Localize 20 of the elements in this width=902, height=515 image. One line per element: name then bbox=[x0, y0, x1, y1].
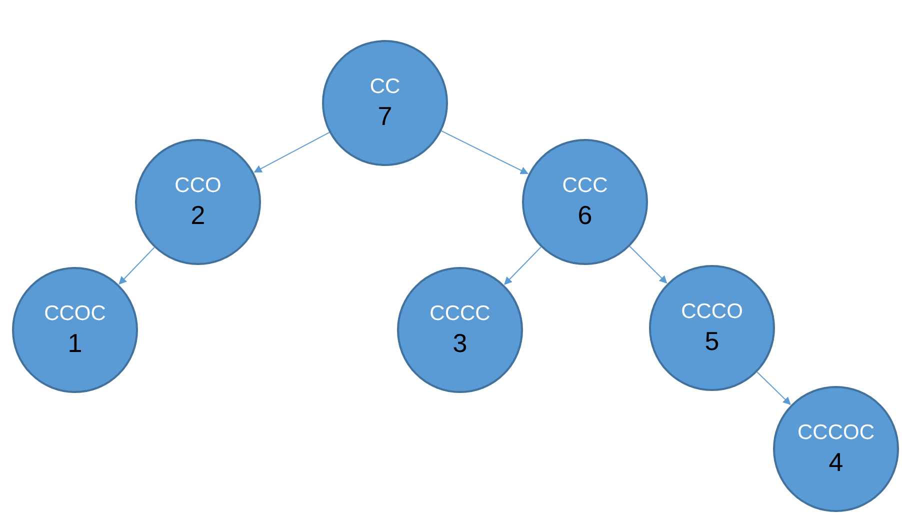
node-number: 7 bbox=[378, 100, 392, 132]
node-label: CCCO bbox=[681, 298, 743, 325]
arrow bbox=[254, 132, 330, 173]
arrow bbox=[756, 372, 791, 405]
node-number: 4 bbox=[828, 446, 844, 478]
node-number: 5 bbox=[704, 324, 720, 358]
node-number: 2 bbox=[190, 198, 206, 232]
node-number: 6 bbox=[578, 198, 592, 232]
arrow bbox=[629, 246, 668, 284]
node-label: CCO bbox=[174, 172, 222, 199]
node-number: 3 bbox=[452, 326, 468, 360]
arrow bbox=[440, 130, 529, 174]
node-label: CCC bbox=[562, 172, 608, 199]
node-label: CCCC bbox=[430, 300, 490, 327]
arrow bbox=[118, 246, 155, 285]
node-number: 1 bbox=[68, 326, 82, 360]
node-label: CCOC bbox=[44, 300, 106, 327]
node-label: CC bbox=[370, 74, 400, 100]
node-label: CCCOC bbox=[798, 420, 874, 446]
arrow bbox=[504, 246, 542, 285]
